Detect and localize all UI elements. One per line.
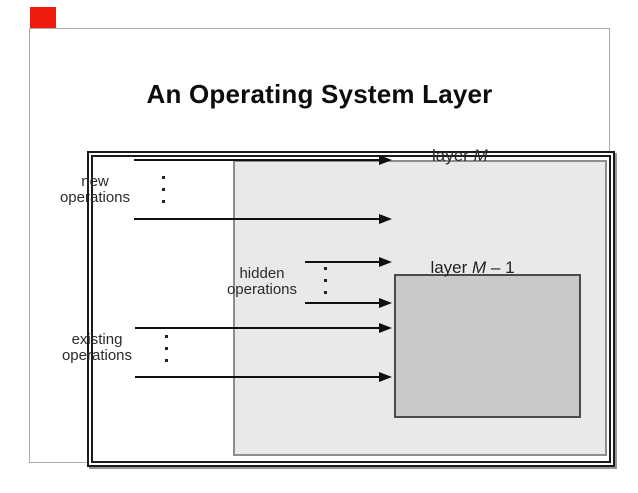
existing-operations-line1: existing: [71, 331, 123, 348]
arrowhead-icon: [379, 323, 392, 333]
arrow-hidden-op-1: [305, 257, 392, 267]
layer-m-label: layer M: [432, 146, 488, 166]
new-operations-line1: new: [81, 173, 109, 190]
vertical-ellipsis-hidden: [324, 267, 327, 303]
slide-title: An Operating System Layer: [146, 79, 493, 110]
layer-m-label-text: layer: [432, 146, 474, 165]
layer-m1-label-text: layer: [430, 258, 473, 277]
layer-m-minus-1-label: layer M – 1: [379, 258, 566, 278]
arrowhead-icon: [379, 372, 392, 382]
layer-m-minus-1-box: [394, 274, 581, 418]
vertical-ellipsis-existing: [165, 335, 168, 371]
vertical-ellipsis-new: [162, 176, 165, 212]
new-operations-label: new operations: [50, 174, 140, 206]
arrowhead-icon: [379, 214, 392, 224]
arrow-shaft: [134, 159, 379, 161]
arrow-shaft: [135, 327, 379, 329]
existing-operations-line2: operations: [61, 347, 133, 364]
arrow-shaft: [305, 302, 379, 304]
layer-m1-variable: M: [472, 258, 487, 277]
layer-m1-suffix: – 1: [486, 258, 515, 277]
arrowhead-icon: [379, 257, 392, 267]
layer-m-variable: M: [473, 146, 488, 165]
hidden-operations-line2: operations: [226, 281, 298, 298]
arrow-shaft: [135, 376, 379, 378]
existing-operations-label: existing operations: [52, 332, 142, 364]
arrow-shaft: [134, 218, 379, 220]
arrowhead-icon: [379, 298, 392, 308]
arrow-new-op-2: [134, 214, 392, 224]
arrow-existing-op-1: [135, 323, 392, 333]
arrowhead-icon: [379, 155, 392, 165]
arrow-existing-op-2: [135, 372, 392, 382]
arrow-new-op-1: [134, 155, 392, 165]
new-operations-line2: operations: [59, 189, 131, 206]
arrow-shaft: [305, 261, 379, 263]
hidden-operations-label: hidden operations: [217, 266, 307, 298]
arrow-hidden-op-2: [305, 298, 392, 308]
slide: [29, 28, 615, 467]
hidden-operations-line1: hidden: [239, 265, 285, 282]
